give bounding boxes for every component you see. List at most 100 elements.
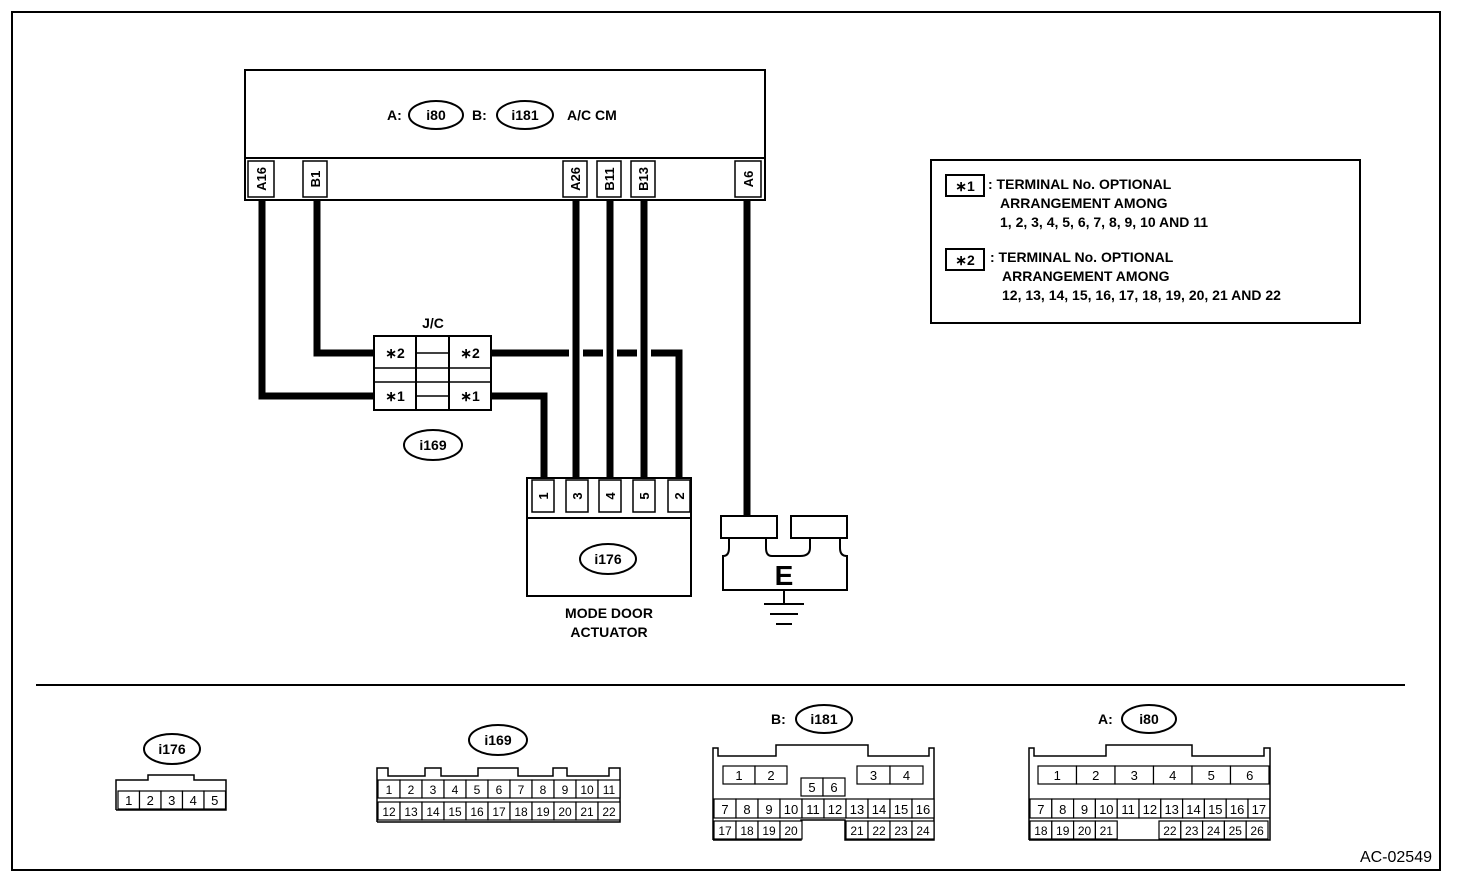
ac-cm-name: A/C CM: [567, 107, 617, 123]
jc-right-pin-2: ∗2: [460, 345, 480, 361]
pin-number: 23: [894, 824, 908, 838]
jc-label: J/C: [422, 315, 444, 331]
face-tag-i169: [468, 724, 528, 756]
pin-number: 13: [850, 802, 864, 817]
pin-number: 18: [514, 805, 528, 819]
pin-number: 23: [1185, 824, 1199, 838]
conn-tag-i176: [579, 543, 637, 575]
pin-number: 8: [743, 802, 750, 817]
pin-number: 9: [562, 783, 569, 797]
pin-number: 3: [168, 793, 175, 808]
pin-b1: B1: [308, 171, 323, 188]
pin-number: 22: [602, 805, 616, 819]
face-tag-i80: [1121, 704, 1177, 734]
pin-number: 2: [147, 793, 154, 808]
conn-tag-i80-label: i80: [426, 107, 446, 123]
pin-number: 10: [784, 802, 798, 817]
pin-number: 9: [1081, 802, 1088, 817]
ground-label: E: [775, 560, 794, 591]
actuator-pin-5: 5: [637, 492, 652, 499]
legend-note2-line3: 12, 13, 14, 15, 16, 17, 18, 19, 20, 21 A…: [1002, 287, 1281, 303]
legend-note1-line3: 1, 2, 3, 4, 5, 6, 7, 8, 9, 10 AND 11: [1000, 214, 1208, 230]
wires: [258, 200, 751, 516]
pin-number: 8: [1059, 802, 1066, 817]
legend-note2-key: ∗2: [955, 252, 975, 268]
joint-connector: J/C ∗2 ∗1 ∗2 ∗1 i169: [373, 315, 492, 461]
pin-number: 11: [603, 783, 616, 797]
pin-number: 18: [1034, 824, 1048, 838]
conn-tag-i176-label: i176: [594, 551, 621, 567]
jc-right-pin-1: ∗1: [460, 388, 480, 404]
pin-number: 4: [903, 768, 910, 783]
legend-note1-line1: : TERMINAL No. OPTIONAL: [988, 176, 1172, 192]
pin-a6: A6: [741, 171, 756, 188]
pin-number: 8: [540, 783, 547, 797]
pin-number: 17: [492, 805, 506, 819]
pin-number: 12: [382, 805, 396, 819]
pin-number: 17: [1252, 802, 1266, 817]
pin-number: 11: [806, 802, 820, 817]
pin-number: 14: [426, 805, 440, 819]
pin-number: 6: [496, 783, 503, 797]
actuator-pin-3: 3: [570, 492, 585, 499]
actuator-pin-1: 1: [536, 492, 551, 499]
pin-number: 21: [850, 824, 864, 838]
conn-tag-i169: [403, 429, 463, 461]
pin-number: 25: [1229, 824, 1243, 838]
conn-tag-i181: [496, 100, 554, 130]
face-prefix-i80: A:: [1098, 711, 1113, 727]
pin-number: 9: [765, 802, 772, 817]
legend-note1-line2: ARRANGEMENT AMONG: [1000, 195, 1168, 211]
face-tag-i80-label: i80: [1139, 711, 1159, 727]
wire-jc-pin1: [491, 392, 548, 480]
pin-number: 1: [1054, 768, 1061, 783]
pin-number: 24: [916, 824, 930, 838]
pin-number: 10: [580, 783, 594, 797]
mode-door-actuator: 1 3 4 5 2 i176 MODE DOOR ACTUATOR: [526, 477, 692, 640]
figure-id: AC-02549: [1360, 849, 1432, 866]
page-frame: [11, 11, 1441, 871]
actuator-name-line2: ACTUATOR: [570, 624, 647, 640]
pin-cell: [203, 790, 227, 810]
wire-a16: [258, 200, 374, 400]
pin-number: 1: [735, 768, 742, 783]
pin-number: 22: [872, 824, 886, 838]
pin-number: 14: [1186, 802, 1200, 817]
pin-number: 7: [1037, 802, 1044, 817]
pin-number: 1: [125, 793, 132, 808]
pin-number: 20: [558, 805, 572, 819]
pin-cell: [911, 798, 935, 819]
legend-note2-line2: ARRANGEMENT AMONG: [1002, 268, 1170, 284]
face-tag-i181-label: i181: [810, 711, 837, 727]
pin-cell: [1094, 820, 1118, 840]
pin-number: 15: [894, 802, 908, 817]
pin-cell: [597, 779, 621, 799]
pin-number: 1: [386, 783, 393, 797]
pin-cell: [911, 820, 935, 840]
ground-terminal: E: [720, 515, 848, 625]
pin-number: 13: [1164, 802, 1178, 817]
pin-number: 5: [474, 783, 481, 797]
pin-cell: [889, 765, 924, 785]
pin-number: 20: [1078, 824, 1092, 838]
legend-note1-key: ∗1: [955, 178, 975, 194]
pin-number: 4: [1169, 768, 1176, 783]
pin-number: 24: [1207, 824, 1221, 838]
conn-tag-i181-label: i181: [511, 107, 538, 123]
legend-box: ∗1 : TERMINAL No. OPTIONAL ARRANGEMENT A…: [930, 159, 1361, 324]
wire-b1: [313, 200, 374, 357]
pin-number: 2: [408, 783, 415, 797]
pin-number: 19: [762, 824, 776, 838]
wire-jc-pin2: [491, 349, 683, 480]
actuator-name-line1: MODE DOOR: [565, 605, 653, 621]
pin-number: 17: [718, 824, 732, 838]
jc-left-pin-1: ∗1: [385, 388, 405, 404]
face-prefix-i181: B:: [771, 711, 786, 727]
pin-a16: A16: [254, 167, 269, 191]
pin-cell: [1229, 765, 1270, 785]
pin-number: 13: [404, 805, 418, 819]
pin-number: 2: [1092, 768, 1099, 783]
pin-number: 22: [1163, 824, 1177, 838]
